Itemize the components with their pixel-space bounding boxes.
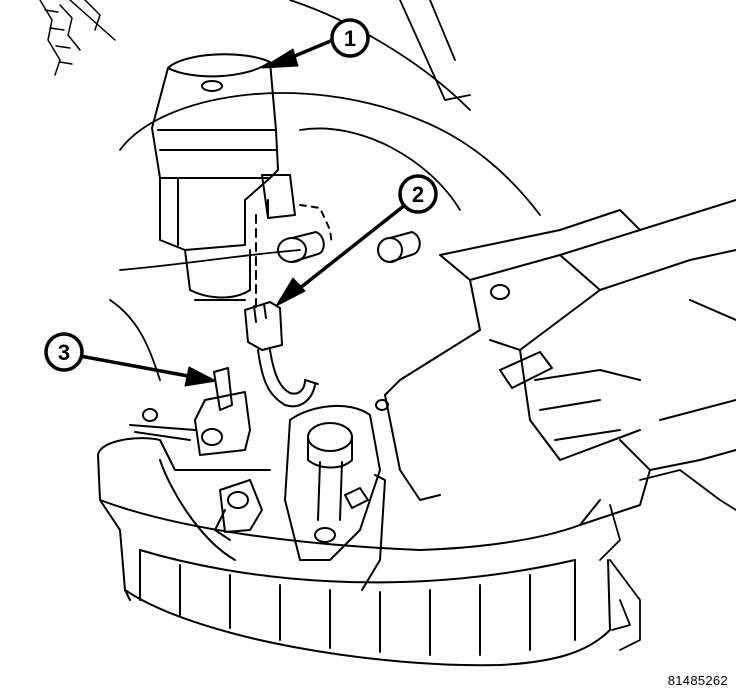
leader-1-arrowhead (261, 48, 299, 69)
leader-1 (288, 38, 335, 60)
sensor-assembly (129, 367, 251, 456)
oil-pan (97, 437, 736, 667)
leader-3 (78, 354, 190, 378)
callout-2: 2 (398, 174, 438, 214)
callout-1-number: 1 (344, 26, 356, 51)
leader-2 (298, 203, 407, 290)
speed-sensor-housing (159, 459, 263, 561)
callout-2-number: 2 (412, 182, 424, 207)
alignment-dashes (299, 204, 333, 246)
actuator-assembly (151, 53, 296, 301)
callout-1: 1 (330, 18, 370, 58)
case-boss-and-bolt (284, 404, 386, 591)
mount-bracket (375, 199, 736, 501)
callout-3-number: 3 (58, 340, 70, 365)
upper-left-detail (39, 0, 116, 76)
connector-and-harness (244, 301, 319, 408)
callout-3: 3 (44, 332, 84, 372)
leader-arrows (78, 38, 407, 387)
figure-id-label: 81485262 (667, 673, 728, 688)
dowel-pins (277, 231, 421, 263)
leader-2-arrowhead (275, 277, 306, 307)
rear-case-detail (599, 469, 736, 651)
engine-block-outline (109, 0, 541, 381)
leader-3-arrowhead (184, 366, 217, 387)
